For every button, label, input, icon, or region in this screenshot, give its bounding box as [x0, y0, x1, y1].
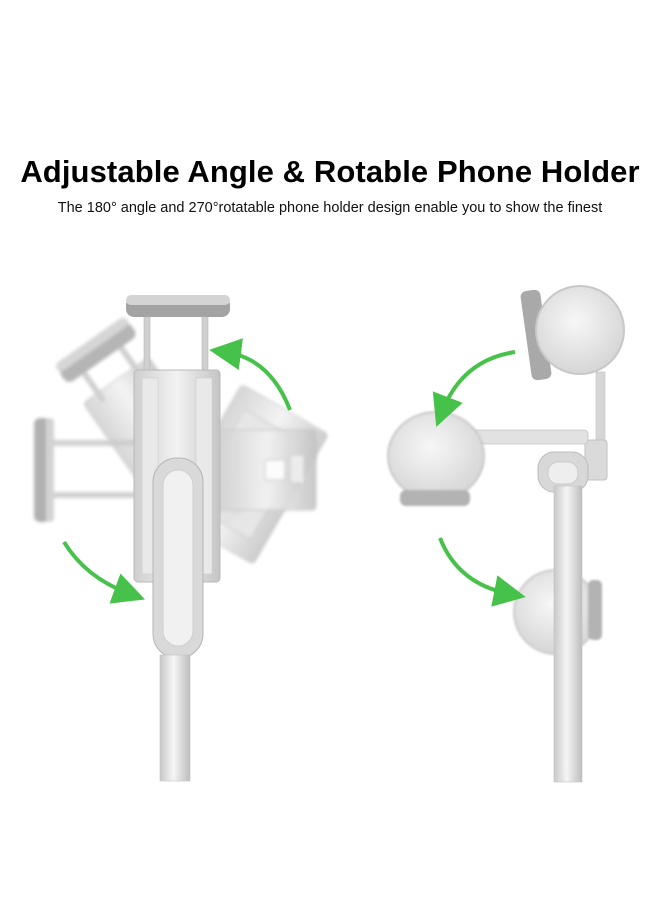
- tilt-down-arrow-icon: [438, 537, 526, 607]
- right-holder-figure: [387, 285, 625, 783]
- rotate-down-arrow-icon: [62, 540, 146, 604]
- page-subtitle: The 180° angle and 270°rotatable phone h…: [57, 200, 603, 216]
- rotate-up-arrow-icon: [209, 338, 292, 411]
- left-holder-figure: [34, 295, 328, 782]
- tilt-up-arrow-icon: [432, 350, 516, 427]
- page-title: Adjustable Angle & Rotable Phone Holder: [20, 154, 640, 189]
